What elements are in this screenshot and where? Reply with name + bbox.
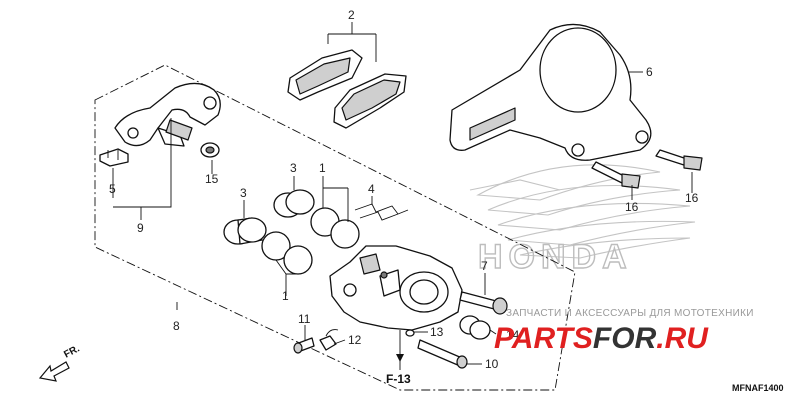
callout-8: 8 xyxy=(173,319,180,333)
brake-pads xyxy=(287,49,407,129)
callout-12: 12 xyxy=(348,333,362,347)
honda-wing-watermark xyxy=(469,164,696,259)
callout-13: 13 xyxy=(430,325,444,339)
honda-watermark-word: HONDA xyxy=(478,238,633,276)
callout-14: 14 xyxy=(506,328,520,342)
callout-7: 7 xyxy=(481,259,488,273)
sealing-washer xyxy=(405,329,415,337)
bleeder-cap xyxy=(319,329,339,351)
watermark-logo: PARTSFOR.RU xyxy=(494,322,709,355)
callout-15: 15 xyxy=(205,172,219,186)
slide-pin-boot xyxy=(459,315,491,340)
piston-upper xyxy=(273,189,315,218)
watermark-logo-for: FOR xyxy=(593,322,657,355)
direction-arrow-icon xyxy=(38,361,70,382)
direction-label: FR. xyxy=(62,343,82,360)
reference-label: F-13 xyxy=(386,372,411,386)
pin-boot xyxy=(200,142,220,158)
piston-seals-upper xyxy=(310,207,360,249)
slide-pin xyxy=(459,291,508,315)
piston-lower xyxy=(223,217,267,245)
mounting-plate xyxy=(449,23,652,161)
callout-16-right: 16 xyxy=(685,191,699,205)
callout-1-lower: 1 xyxy=(282,289,289,303)
watermark-logo-parts: PARTS xyxy=(494,322,593,355)
bleeder-screw xyxy=(293,337,315,354)
callout-5: 5 xyxy=(109,182,116,196)
callout-3-lower: 3 xyxy=(240,186,247,200)
callout-4: 4 xyxy=(368,182,375,196)
callout-3-upper: 3 xyxy=(290,161,297,175)
callout-6: 6 xyxy=(646,65,653,79)
callout-16-left: 16 xyxy=(625,200,639,214)
watermark-logo-domain: .RU xyxy=(656,322,709,355)
diagram-code: MFNAF1400 xyxy=(732,383,784,393)
watermark-tagline: ЗАПЧАСТИ И АКСЕССУАРЫ ДЛЯ МОТОТЕХНИКИ xyxy=(506,308,754,319)
pad-retainer xyxy=(354,203,409,221)
leader-lines xyxy=(112,22,693,370)
front-direction-indicator: FR. xyxy=(38,343,82,382)
callout-10: 10 xyxy=(485,357,499,371)
callout-9: 9 xyxy=(137,221,144,235)
callout-11: 11 xyxy=(298,312,311,326)
caliper-body xyxy=(329,245,463,331)
caliper-bracket xyxy=(114,82,221,147)
mounting-bolt-right xyxy=(655,149,703,171)
ref-arrow xyxy=(396,354,404,362)
mounting-bolt-left xyxy=(591,161,641,189)
pad-spring-clip xyxy=(99,148,129,167)
callout-2: 2 xyxy=(348,8,355,22)
pad-pin xyxy=(417,339,468,369)
piston-seals-lower xyxy=(261,231,313,275)
callout-1-upper: 1 xyxy=(319,161,326,175)
